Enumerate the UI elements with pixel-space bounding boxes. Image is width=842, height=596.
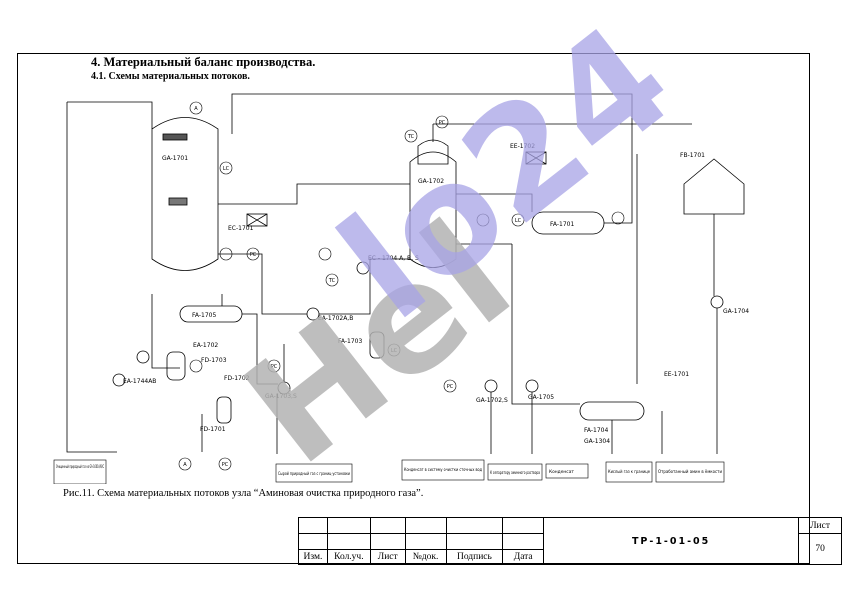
tag-ee1701: EE-1701 <box>664 371 689 378</box>
tag-ga1705: GA-1705 <box>528 394 554 401</box>
absorber-column <box>151 117 219 271</box>
tag-ee1702: EE-1702 <box>510 143 535 150</box>
temperature-controller-label: TC <box>328 278 336 284</box>
pressure-controller-label: PC <box>250 252 257 258</box>
tag-ea1702: EA-1702 <box>193 342 218 349</box>
vessel-fa1703 <box>369 331 385 359</box>
furnace-fb1701 <box>683 158 745 215</box>
level-controller-label: LC <box>515 218 522 224</box>
pressure-controller-label: PC <box>447 384 454 390</box>
col-sheet: Лист <box>369 549 406 565</box>
tag-fd1703: FD-1703 <box>201 357 227 364</box>
tag-ec1701: EC-1701 <box>228 225 254 232</box>
tag-fa1701: FA-1701 <box>550 221 574 228</box>
tag-ea1702ab: EA-1702A,B <box>318 315 353 322</box>
title-block: ТР-1-01-05 Лист 70 Изм. Кол.уч. Лист №до… <box>298 517 842 565</box>
vessel-fd1701 <box>216 396 232 424</box>
temperature-controller-label: TC <box>407 134 415 140</box>
tag-ga1701: GA-1701 <box>162 155 188 162</box>
tag-ga1702: GA-1702 <box>418 178 444 185</box>
sheet-label: Лист <box>798 517 842 534</box>
level-controller-label: LC <box>391 348 398 354</box>
tag-fa1703: FA-1703 <box>338 338 362 345</box>
analyzer-label: A <box>183 462 187 468</box>
pressure-controller-label: PC <box>271 364 278 370</box>
column-internal-top <box>162 133 188 141</box>
tag-ea1744: EA-1744AB <box>123 378 156 385</box>
subsection-heading: 4.1. Схемы материальных потоков. <box>91 71 250 82</box>
tag-ga1702s: GA-1702,S <box>476 397 508 404</box>
tag-fb1701: FB-1701 <box>680 152 705 159</box>
tag-fd1701: FD-1701 <box>200 426 226 433</box>
tag-fa1705: FA-1705 <box>192 312 216 319</box>
col-date: Дата <box>502 549 545 565</box>
regenerator-top <box>417 139 449 165</box>
legend-raw-gas: Сырой природный газ с границ-установки <box>278 470 350 477</box>
tag-ec1704: EC - 1704 A, B, S <box>368 255 419 262</box>
pressure-controller-label: PC <box>222 462 229 468</box>
vessel-fd1703 <box>166 351 186 381</box>
figure-caption: Рис.11. Схема материальных потоков узла … <box>63 488 424 499</box>
analyzer-label: A <box>194 106 198 112</box>
pressure-controller-label: PC <box>439 120 446 126</box>
col-count: Кол.уч. <box>326 549 371 565</box>
legend-clean-gas: Очищенный природный газ на GA-1601A/B/C <box>56 463 104 470</box>
legend-spent-amine: Отработанный амин в ёмкости <box>658 468 722 475</box>
tag-fd1702: FD-1702 <box>224 375 250 382</box>
tag-fa1704: FA-1704 <box>584 427 608 434</box>
tag-ga1703s: GA-1703,S <box>265 393 297 400</box>
legend-acid-gas: Кислый газ к границе <box>608 468 650 475</box>
level-controller-label: LC <box>223 166 230 172</box>
legend-amine-separator: К сепаратору аминного раствора <box>490 470 540 476</box>
exchanger-ec1701 <box>246 213 268 227</box>
tag-ga1704: GA-1704 <box>723 308 749 315</box>
column-internal-bottom <box>168 197 188 206</box>
process-flow-diagram: A PC TC LC PC TC LC LC PC PC A PC GA-170… <box>53 93 749 484</box>
tag-ga1304: GA-1304 <box>584 438 610 445</box>
section-heading: 4. Материальный баланс производства. <box>91 55 316 69</box>
col-doc-number: №док. <box>404 549 447 565</box>
sheet-number: 70 <box>798 533 842 565</box>
legend-condensate-water: Конденсат в систему очистки сточных вод <box>404 467 482 473</box>
col-signature: Подпись <box>445 549 504 565</box>
drum-fa1704 <box>579 401 645 421</box>
document-code: ТР-1-01-05 <box>543 517 800 565</box>
legend-condensate: Конденсат <box>549 469 574 475</box>
regenerator-column <box>409 151 457 268</box>
col-revision: Изм. <box>298 549 328 565</box>
